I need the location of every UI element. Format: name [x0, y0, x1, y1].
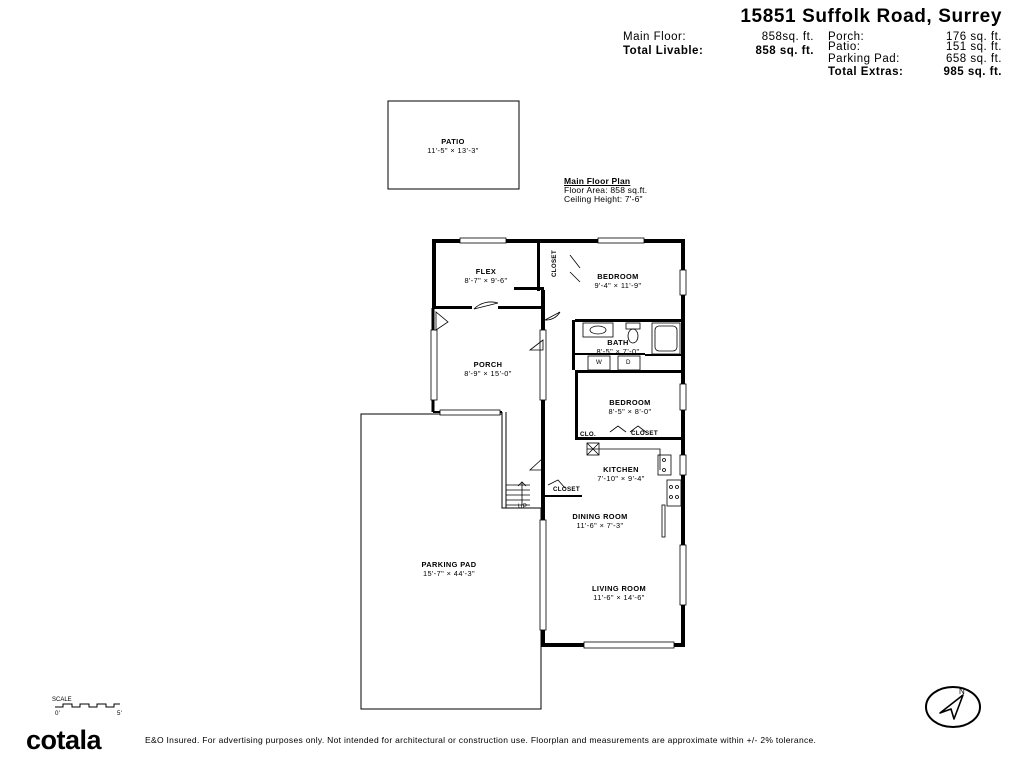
- total-extras-label: Total Extras:: [828, 66, 904, 78]
- closet-tag-bedroom-2: CLOSET: [631, 430, 658, 437]
- interior-walls: [432, 239, 685, 497]
- room-name: LIVING ROOM: [591, 584, 647, 593]
- room-living: LIVING ROOM 11'-6" × 14'-6": [592, 584, 646, 602]
- exterior-walls: [432, 239, 685, 647]
- compass-letter: N: [959, 687, 965, 696]
- property-address: 15851 Suffolk Road, Surrey: [740, 6, 1002, 27]
- bath-fixtures: [582, 322, 681, 355]
- main-floor-value: 858sq. ft.: [761, 31, 814, 43]
- room-name: BATH: [607, 338, 629, 347]
- porch-value: 176 sq. ft.: [945, 31, 1002, 43]
- total-livable-value: 858 sq. ft.: [755, 45, 814, 57]
- room-name: PATIO: [441, 137, 465, 146]
- room-dims: 8'-5" × 7'-0": [596, 347, 640, 356]
- plan-title: Main Floor Plan: [564, 176, 631, 186]
- room-dims: 9'-4" × 11'-9": [594, 281, 642, 290]
- closet-tag-clo: CLO.: [580, 431, 596, 438]
- floor-area: Floor Area: 858 sq.ft.: [564, 185, 648, 195]
- closet-tag-entry: CLOSET: [553, 486, 580, 493]
- room-kitchen: KITCHEN 7'-10" × 9'-4": [597, 465, 645, 483]
- ceiling-height: Ceiling Height: 7'-6": [564, 194, 643, 204]
- windows: [430, 237, 687, 649]
- disclaimer: E&O Insured. For advertising purposes on…: [145, 735, 817, 745]
- total-livable-label: Total Livable:: [623, 45, 704, 57]
- dryer-label: D: [626, 359, 631, 366]
- total-extras-value: 985 sq. ft.: [943, 66, 1002, 78]
- porch-outline: [431, 308, 507, 508]
- room-name: FLEX: [475, 267, 497, 276]
- plan-info: Main Floor Plan Floor Area: 858 sq.ft. C…: [564, 177, 647, 204]
- room-dims: 15'-7" × 44'-3": [422, 569, 476, 578]
- room-name: BEDROOM: [597, 272, 639, 281]
- brand-logo: cotala: [26, 725, 102, 755]
- parking-value: 658 sq. ft.: [945, 53, 1002, 65]
- room-dims: 7'-10" × 9'-4": [597, 474, 645, 483]
- patio-label: Patio:: [828, 41, 861, 53]
- stairs-up-label: UP: [518, 503, 528, 510]
- room-dims: 11'-5" × 13'-3": [427, 146, 479, 155]
- room-bath: BATH 8'-5" × 7'-0": [596, 338, 639, 356]
- porch-label: Porch:: [828, 31, 865, 43]
- room-porch: PORCH 8'-9" × 15'-0": [464, 360, 512, 378]
- scale-bar: [55, 703, 120, 708]
- room-dims: 11'-6" × 14'-6": [593, 593, 645, 602]
- room-dining: DINING ROOM 11'-6" × 7'-3": [572, 512, 627, 530]
- scale-end: 5': [117, 710, 123, 717]
- room-dims: 8'-5" × 8'-0": [608, 407, 652, 416]
- stairs: [506, 481, 530, 506]
- closet-tag-bedroom-1: CLOSET: [551, 250, 558, 277]
- laundry: [587, 355, 641, 371]
- room-patio: PATIO 11'-5" × 13'-3": [427, 137, 479, 155]
- main-floor-label: Main Floor:: [623, 31, 687, 43]
- room-name: PORCH: [473, 360, 503, 369]
- washer-label: W: [596, 359, 603, 366]
- room-name: DINING ROOM: [572, 512, 628, 521]
- room-bedroom-2: BEDROOM 8'-5" × 8'-0": [608, 398, 651, 416]
- room-dims: 11'-6" × 7'-3": [576, 521, 624, 530]
- room-name: KITCHEN: [603, 465, 639, 474]
- room-bedroom-1: BEDROOM 9'-4" × 11'-9": [594, 272, 641, 290]
- patio-value: 151 sq. ft.: [945, 41, 1002, 53]
- north-compass-icon: N: [922, 682, 984, 739]
- room-dims: 8'-9" × 15'-0": [464, 369, 512, 378]
- door-swings: [435, 254, 647, 489]
- scale-label: SCALE: [52, 697, 72, 703]
- room-dims: 8'-7" × 9'-6": [464, 276, 508, 285]
- scale-start: 0': [55, 710, 61, 717]
- scale-legend: SCALE: [52, 697, 72, 703]
- room-name: BEDROOM: [609, 398, 651, 407]
- kitchen-counters: [586, 442, 682, 538]
- patio-outline: [387, 100, 520, 190]
- parking-label: Parking Pad:: [828, 53, 900, 65]
- room-parking-pad: PARKING PAD 15'-7" × 44'-3": [421, 560, 476, 578]
- room-flex: FLEX 8'-7" × 9'-6": [464, 267, 507, 285]
- room-name: PARKING PAD: [421, 560, 477, 569]
